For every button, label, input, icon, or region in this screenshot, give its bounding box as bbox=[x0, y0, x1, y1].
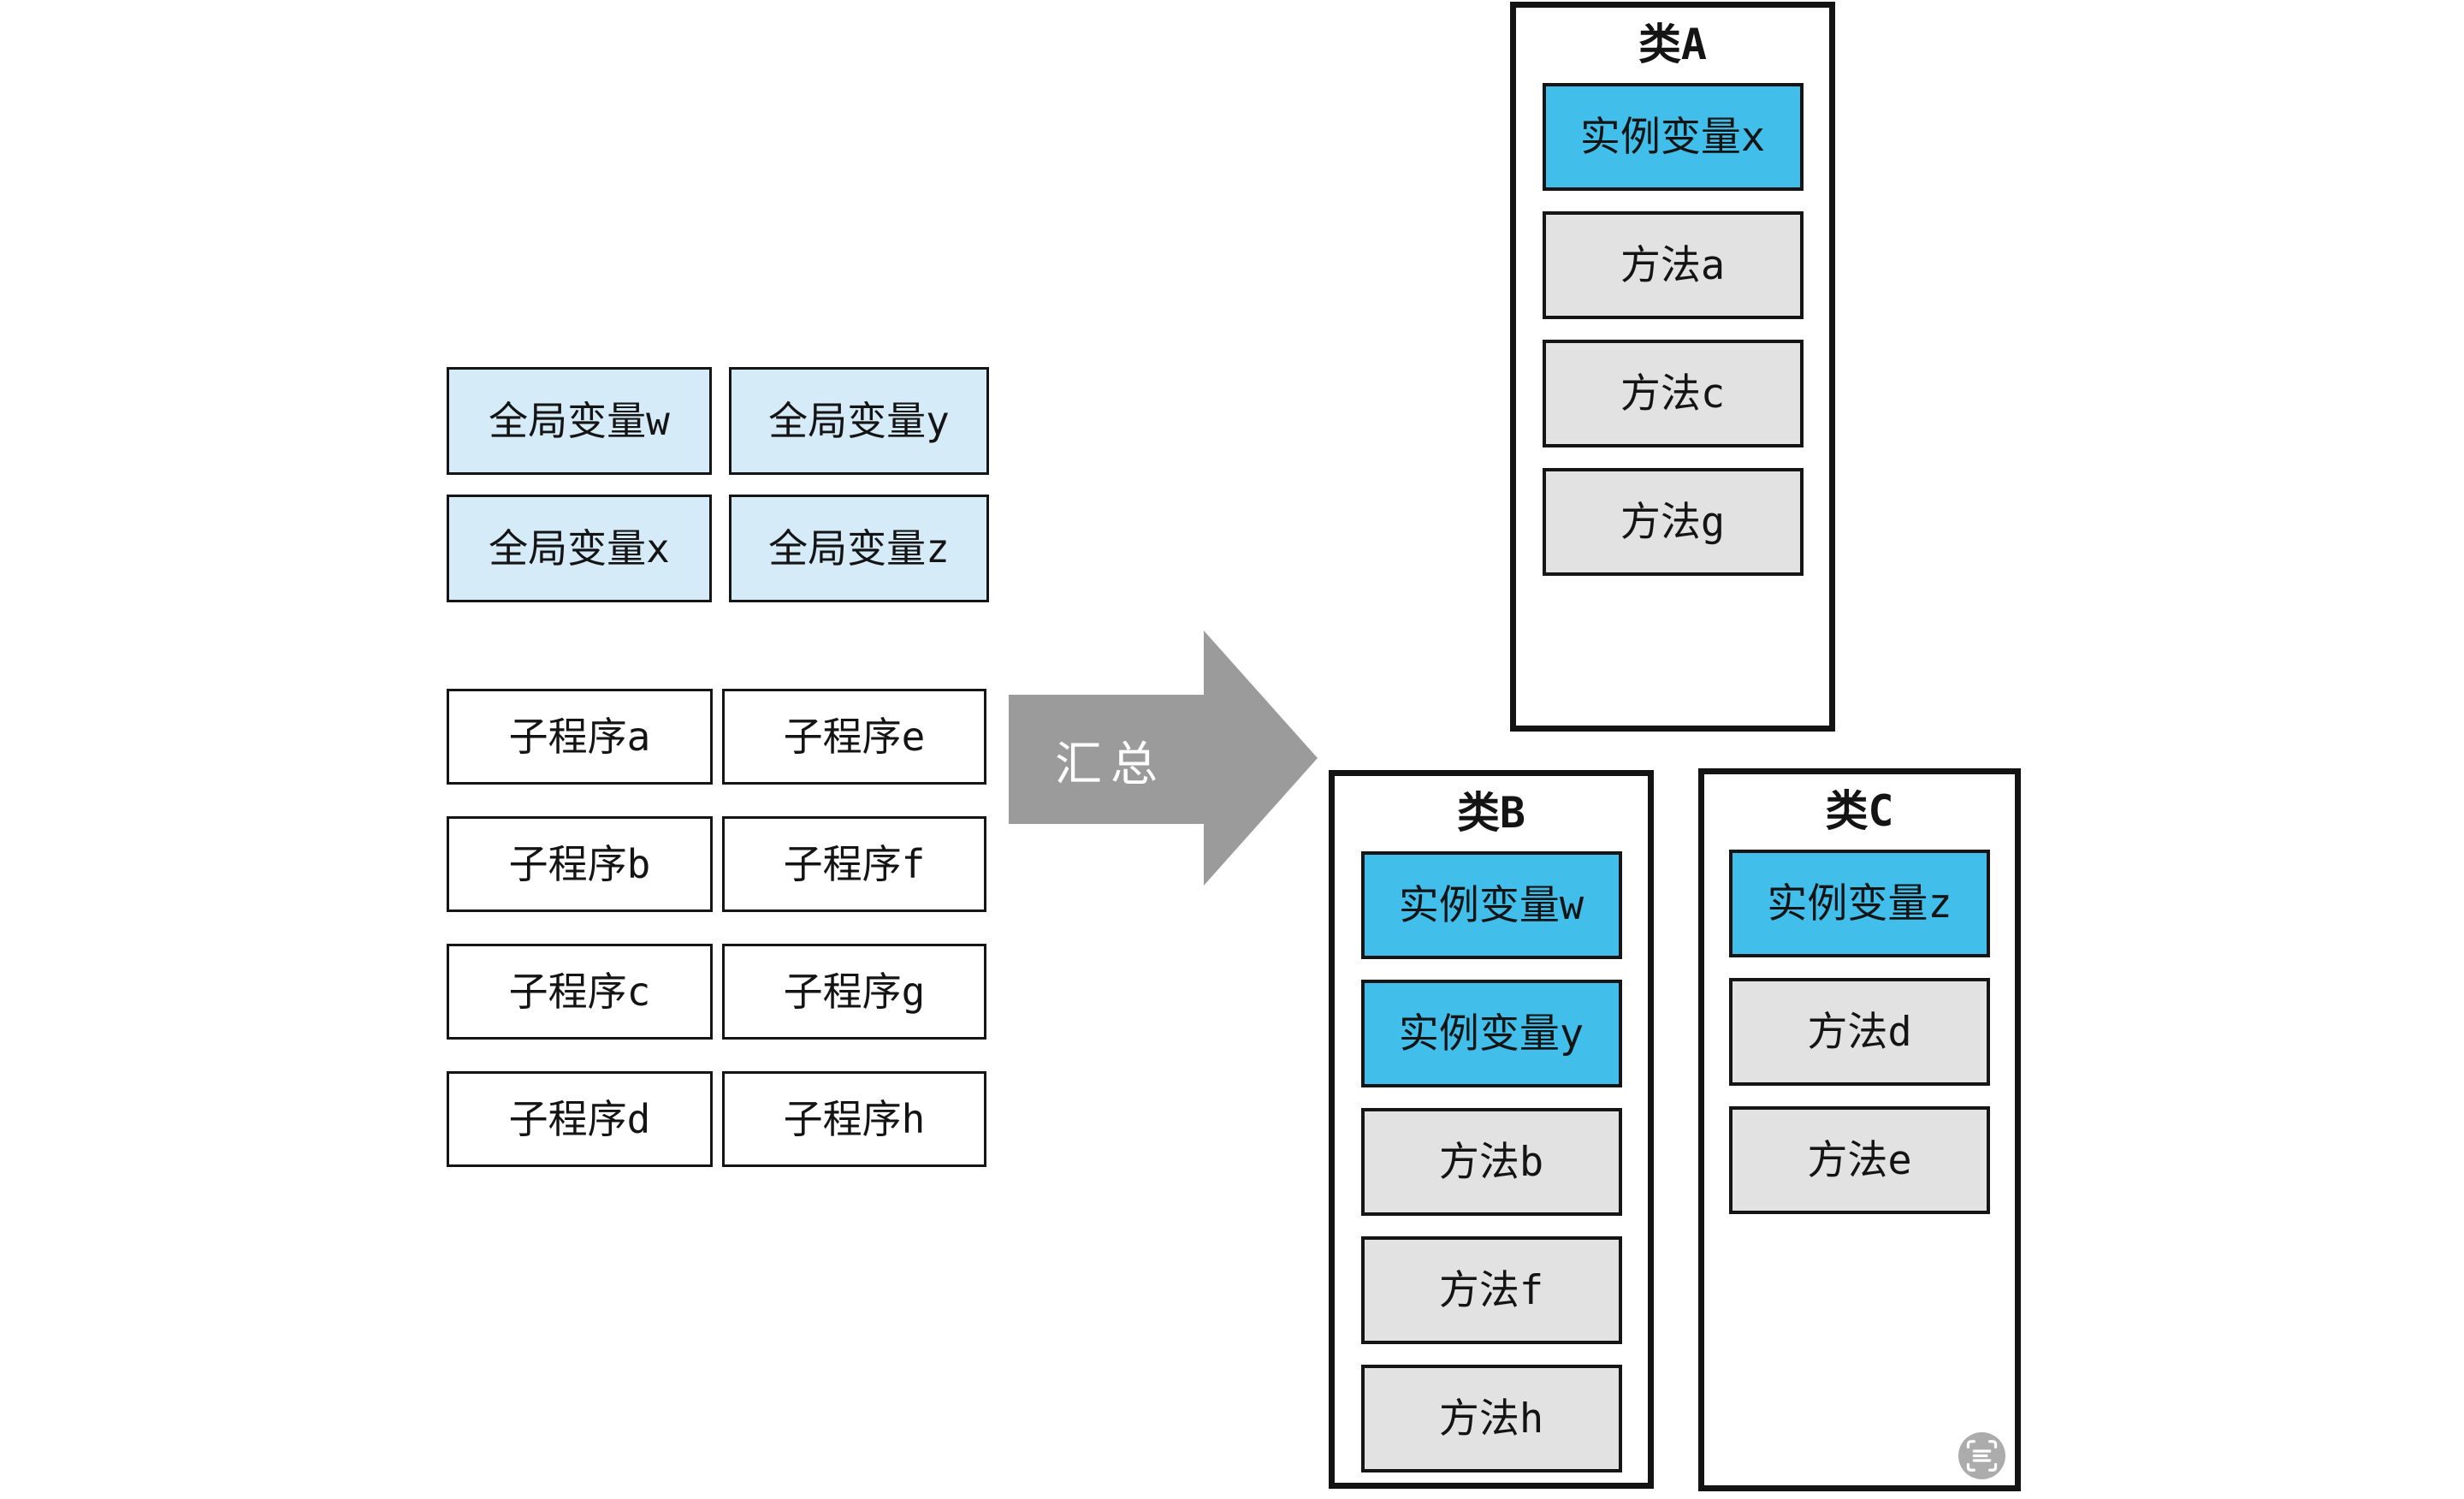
global-variable-box: 全局变量w bbox=[447, 367, 712, 475]
method-box: 方法g bbox=[1542, 468, 1804, 576]
arrow-label: 汇总 bbox=[1054, 736, 1166, 791]
class-a-box: 类A 实例变量x 方法a 方法c 方法g bbox=[1510, 2, 1835, 732]
subroutine-box: 子程序b bbox=[447, 816, 713, 912]
aggregate-arrow-icon bbox=[1009, 631, 1318, 886]
method-box: 方法h bbox=[1360, 1365, 1622, 1472]
class-b-box: 类B 实例变量w 实例变量y 方法b 方法f 方法h bbox=[1329, 770, 1654, 1489]
subroutine-box: 子程序e bbox=[722, 689, 986, 785]
subroutine-box: 子程序d bbox=[447, 1071, 713, 1167]
class-title: 类B bbox=[1456, 788, 1526, 838]
subroutine-box: 子程序f bbox=[722, 816, 986, 912]
subroutine-box: 子程序c bbox=[447, 944, 713, 1040]
method-box: 方法b bbox=[1360, 1108, 1622, 1216]
global-variable-box: 全局变量y bbox=[729, 367, 989, 475]
instance-variable-box: 实例变量y bbox=[1360, 980, 1622, 1087]
global-variable-box: 全局变量x bbox=[447, 495, 712, 602]
method-box: 方法e bbox=[1729, 1106, 1990, 1214]
method-box: 方法c bbox=[1542, 340, 1804, 447]
method-box: 方法a bbox=[1542, 211, 1804, 319]
class-c-box: 类C 实例变量z 方法d 方法e bbox=[1698, 768, 2021, 1491]
subroutine-box: 子程序h bbox=[722, 1071, 986, 1167]
subroutine-box: 子程序g bbox=[722, 944, 986, 1040]
subroutines-group: 子程序a 子程序e 子程序b 子程序f 子程序c 子程序g 子程序d 子程序h bbox=[447, 689, 986, 1167]
global-variables-group: 全局变量w 全局变量y 全局变量x 全局变量z bbox=[447, 367, 989, 602]
method-box: 方法f bbox=[1360, 1236, 1622, 1344]
global-variable-box: 全局变量z bbox=[729, 495, 989, 602]
instance-variable-box: 实例变量z bbox=[1729, 850, 1990, 957]
instance-variable-box: 实例变量w bbox=[1360, 851, 1622, 959]
class-title: 类C bbox=[1825, 786, 1894, 836]
class-title: 类A bbox=[1638, 20, 1708, 69]
method-box: 方法d bbox=[1729, 978, 1990, 1086]
instance-variable-box: 实例变量x bbox=[1542, 83, 1804, 191]
subroutine-box: 子程序a bbox=[447, 689, 713, 785]
scan-text-watermark-icon bbox=[1958, 1432, 2005, 1479]
